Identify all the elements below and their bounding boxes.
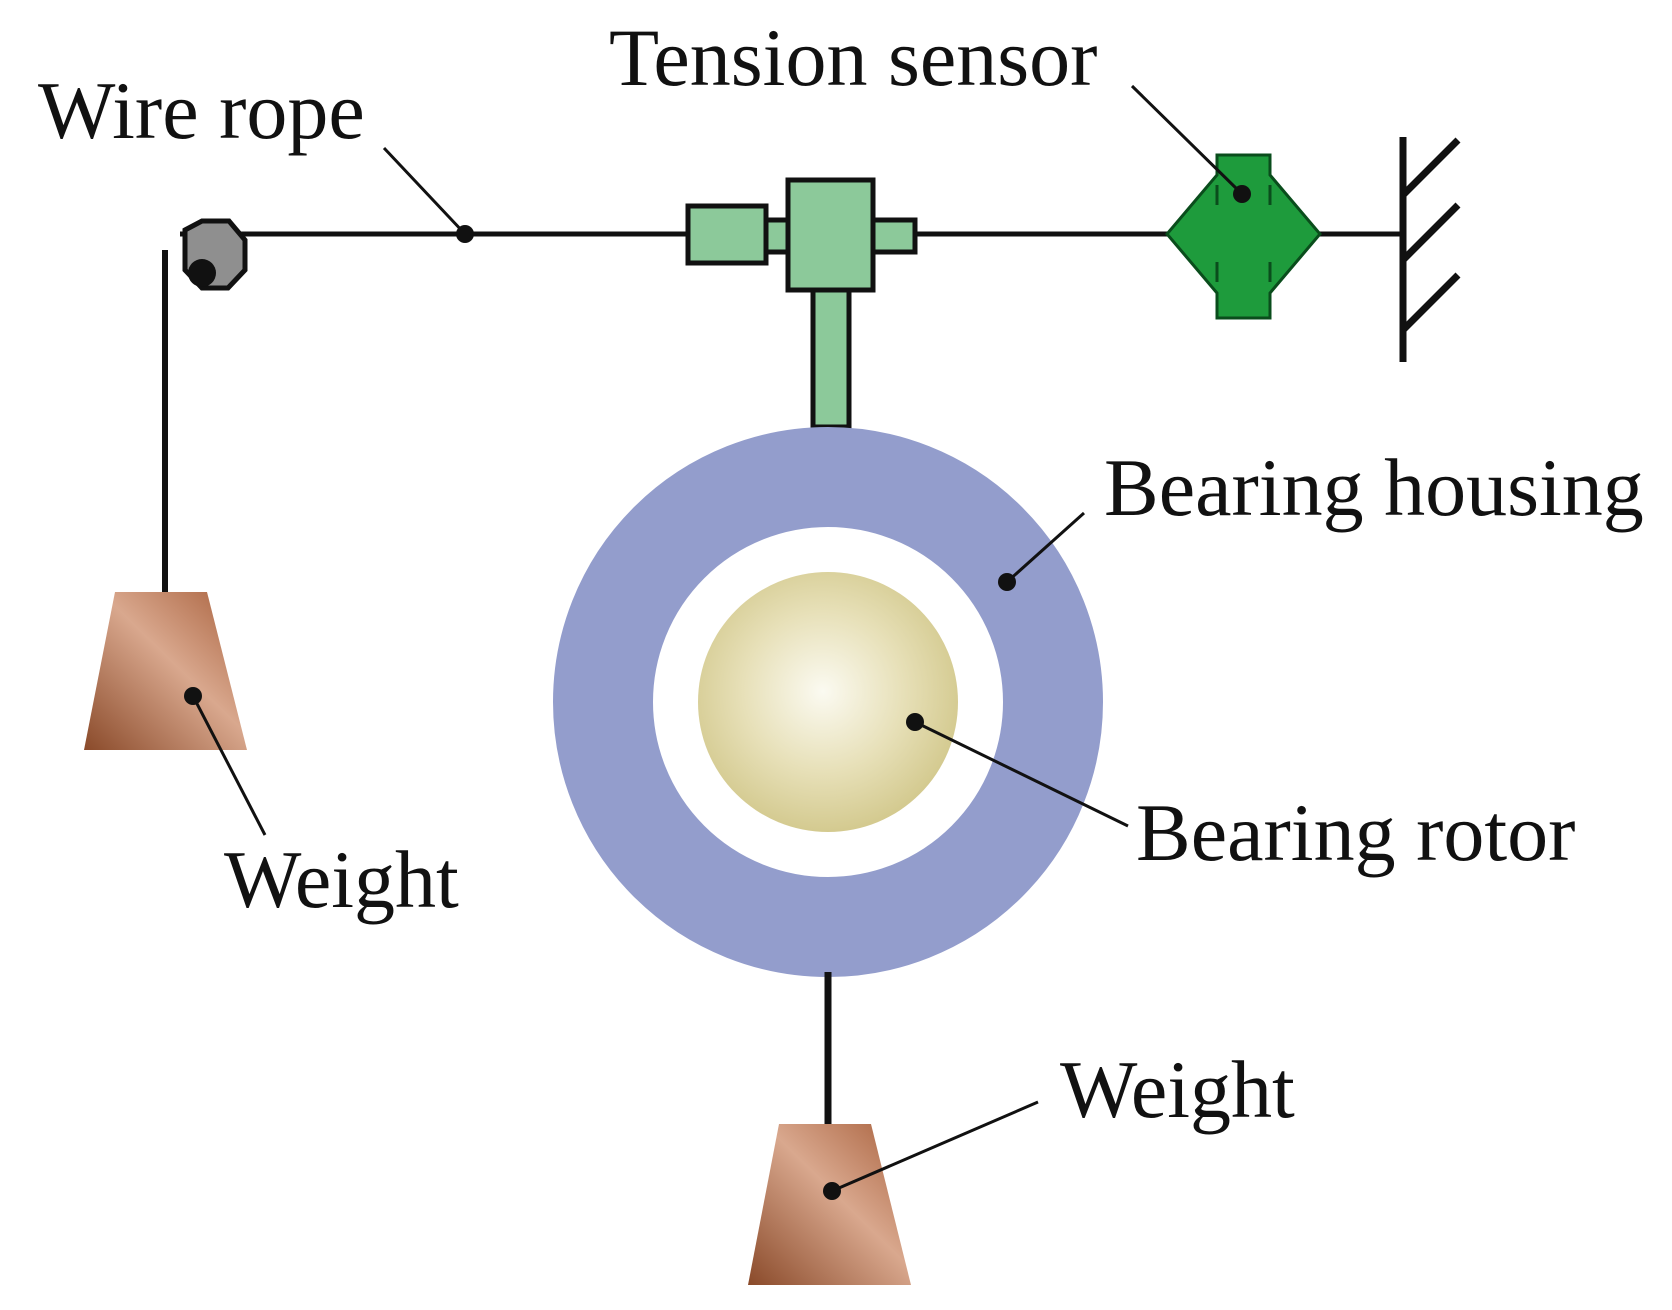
label-wire-rope: Wire rope [38, 65, 365, 156]
label-weight-left: Weight [224, 834, 459, 925]
leader-weight-left [184, 687, 267, 836]
leader-tension-sensor [1130, 84, 1251, 203]
ground-hatch-icon [1399, 137, 1461, 362]
label-tension-sensor: Tension sensor [609, 12, 1097, 103]
label-bearing-housing: Bearing housing [1104, 442, 1644, 533]
leader-weight-bottom [823, 1100, 1039, 1200]
label-bearing-rotor: Bearing rotor [1136, 787, 1575, 878]
weight-left [84, 592, 247, 750]
bearing-rotor [698, 572, 958, 832]
pulley-hub [188, 259, 216, 287]
leader-wire-rope [382, 146, 474, 243]
tension-sensor [1165, 153, 1322, 320]
weight-bottom [748, 1124, 911, 1285]
rope-connector [685, 177, 918, 430]
label-weight-bottom: Weight [1060, 1044, 1295, 1135]
bearing-housing [553, 427, 1103, 977]
leader-bearing-rotor [906, 713, 1129, 828]
leader-bearing-housing [998, 511, 1086, 591]
